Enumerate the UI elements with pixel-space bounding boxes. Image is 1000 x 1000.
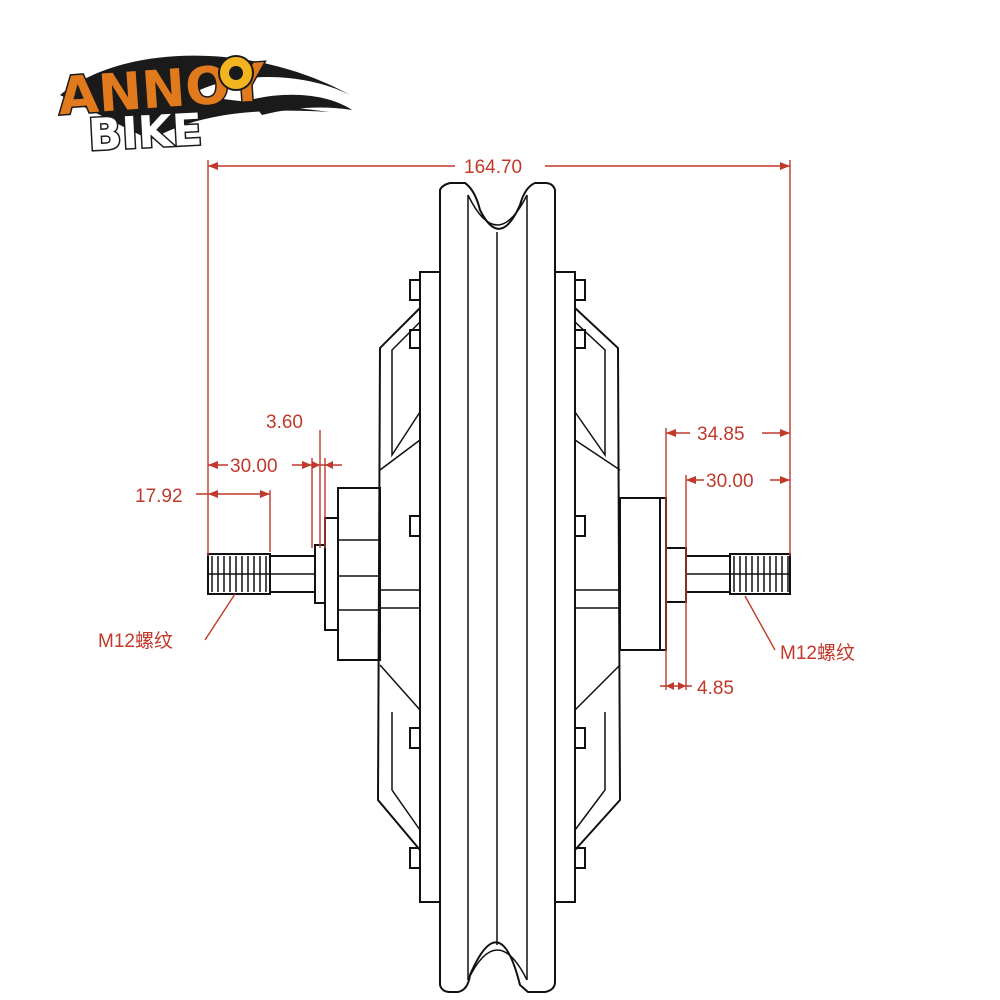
dim-overall: 164.70 [464, 157, 522, 178]
callout-left-thread: M12螺纹 [98, 630, 173, 652]
dim-right-30: 30.00 [706, 471, 754, 492]
dim-right-485: 4.85 [697, 678, 734, 699]
logo-swoosh-stripe [250, 94, 352, 115]
sun-icon [218, 55, 254, 91]
dimension-labels: 164.70 3.60 30.00 17.92 34.85 30.00 4.85… [98, 157, 855, 699]
dim-left-flange: 3.60 [266, 412, 303, 433]
dim-right-3485: 34.85 [697, 424, 745, 445]
dimension-lines [196, 160, 791, 690]
brand-logo: ANNOY BIKE [55, 51, 352, 163]
logo-swoosh [60, 55, 350, 140]
hub-motor-outline [207, 182, 791, 993]
logo-line2: BIKE [87, 104, 204, 161]
callout-right-thread: M12螺纹 [780, 642, 855, 664]
dim-left-thread: 17.92 [135, 486, 183, 507]
dim-left-30: 30.00 [230, 456, 278, 477]
